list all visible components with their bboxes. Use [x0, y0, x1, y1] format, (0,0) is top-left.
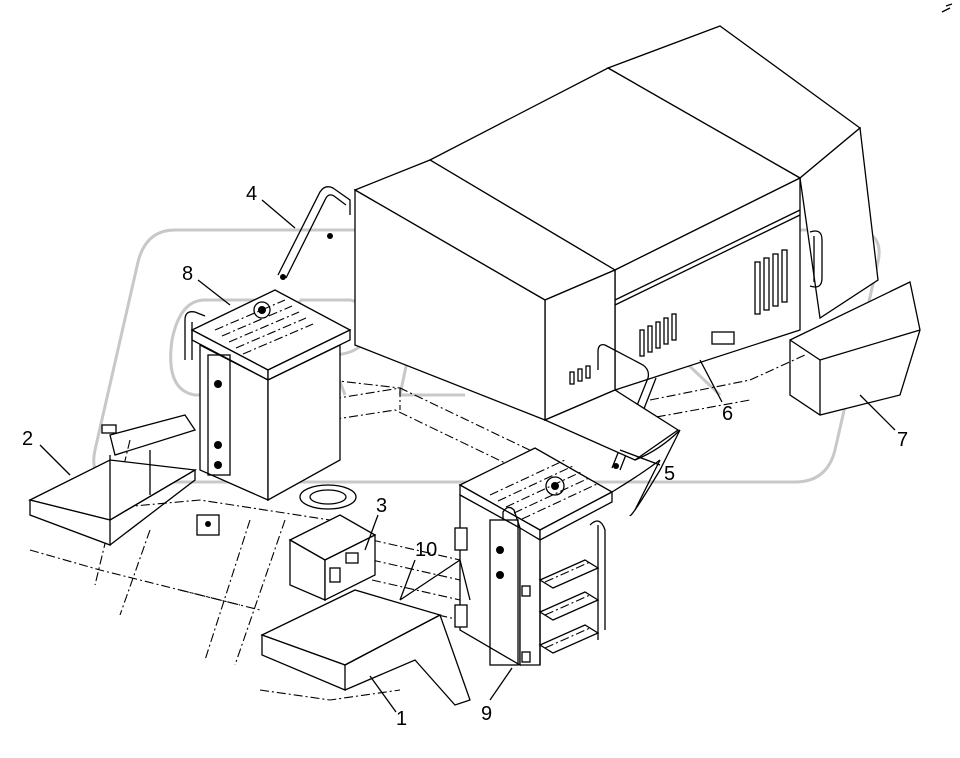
- right-fender: [543, 389, 681, 517]
- callout-2: 2: [22, 428, 33, 450]
- corner-mark: [941, 3, 953, 13]
- left-tank-assembly: [184, 289, 352, 502]
- right-tank-assembly: [454, 447, 614, 667]
- chassis-frame-outline: [29, 354, 806, 701]
- engine-hood-assembly: [353, 25, 921, 421]
- callout-9: 9: [481, 703, 492, 725]
- callout-5: 5: [664, 463, 675, 485]
- tank-grille-left: [214, 299, 314, 355]
- callout-6: 6: [722, 403, 733, 425]
- callout-3: 3: [376, 495, 387, 517]
- front-fender: [260, 558, 471, 706]
- callout-10: 10: [415, 539, 437, 561]
- side-vents: [639, 249, 788, 357]
- boarding-steps: [538, 520, 606, 665]
- callout-leaders: [39, 199, 896, 713]
- tank-grille-right: [489, 459, 598, 520]
- handrail-left: [277, 186, 351, 280]
- callout-8: 8: [182, 263, 193, 285]
- callout-7: 7: [897, 429, 908, 451]
- left-fender: [28, 414, 197, 546]
- callout-1: 1: [396, 708, 407, 730]
- mounting-bracket: [196, 514, 377, 602]
- callout-4: 4: [246, 183, 257, 205]
